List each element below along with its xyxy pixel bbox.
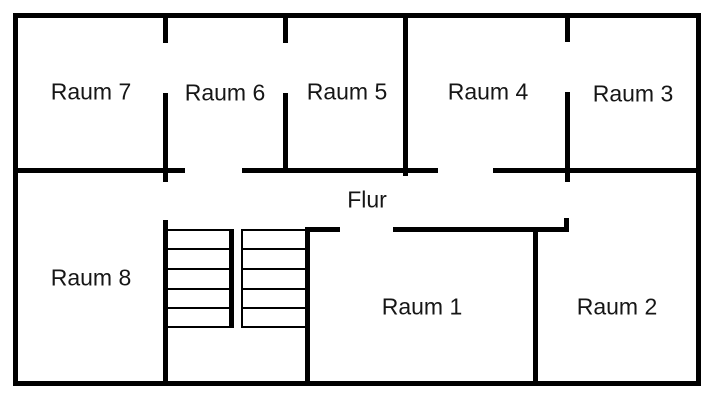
room-label-raum-6: Raum 6 [184,79,266,106]
stair-tread-line [241,307,305,309]
wall-corridor-north-right [493,168,701,173]
stair-tread-line [241,229,305,231]
stair-tread-line [241,268,305,270]
wall-outer-bottom [13,381,701,386]
stair-tread-line [168,326,234,328]
wall-corridor-south-right [393,227,569,232]
wall-corridor-north-left [13,168,185,173]
corridor-label: Flur [347,186,387,213]
room-label-raum-7: Raum 7 [50,78,132,105]
wall-raum4-raum3-upper [565,18,570,42]
room-label-raum-1: Raum 1 [381,293,463,320]
stair-tread-line [168,268,234,270]
room-label-raum-3: Raum 3 [592,80,674,107]
stair-tread-line [168,229,234,231]
stair-tread-line [168,307,234,309]
wall-raum4-raum3-lower [565,92,570,182]
wall-raum2-door-jamb [564,218,569,232]
wall-raum7-raum6-upper [163,18,168,43]
wall-raum7-raum6-lower [163,93,168,168]
wall-raum8-door-jamb [163,173,168,182]
room-label-raum-2: Raum 2 [576,293,658,320]
stair-divider [229,229,234,328]
room-label-raum-5: Raum 5 [306,78,388,105]
stair-tread-line [168,288,234,290]
wall-outer-right [696,13,701,386]
wall-raum6-raum5-lower [283,93,288,168]
wall-outer-left [13,13,18,386]
stair-tread-line [168,248,234,250]
stair-flight-edge [241,229,243,328]
wall-raum1-raum2 [533,227,538,386]
wall-staircase-east [305,227,310,386]
room-label-raum-8: Raum 8 [50,264,132,291]
wall-raum6-raum5-upper [283,18,288,43]
wall-corridor-north-middle [242,168,438,173]
wall-raum8-east [163,220,168,386]
room-label-raum-4: Raum 4 [447,78,529,105]
wall-corridor-south-left [305,227,340,232]
stair-tread-line [241,288,305,290]
stair-tread-line [241,248,305,250]
wall-raum5-raum4 [403,18,408,176]
stair-tread-line [241,326,305,328]
wall-outer-top [13,13,701,18]
